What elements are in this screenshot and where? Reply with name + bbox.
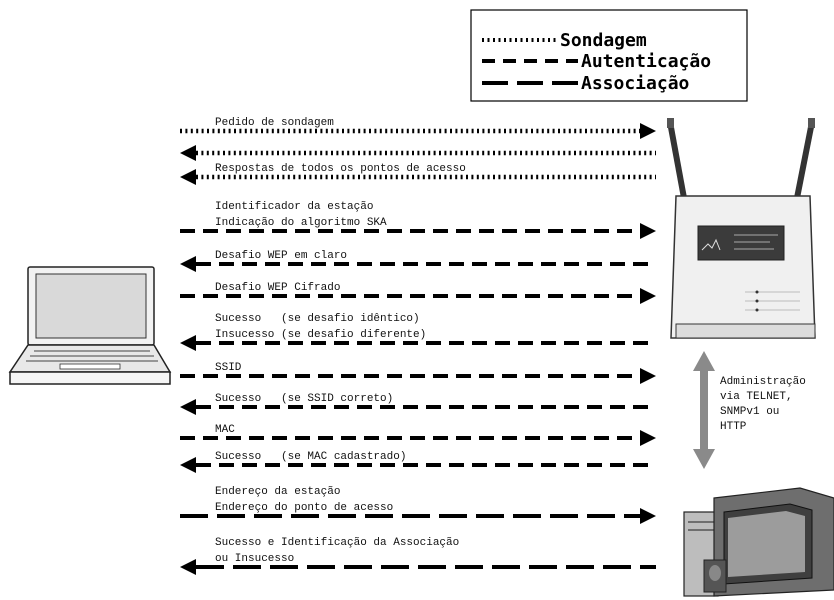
- access-point-icon: [667, 118, 815, 338]
- message-label: Endereço da estação: [215, 486, 340, 498]
- message-label: Indicação do algoritmo SKA: [215, 217, 387, 229]
- message-label: Desafio WEP em claro: [215, 250, 347, 262]
- message-label: Desafio WEP Cifrado: [215, 282, 340, 294]
- message-arrow: Sucesso (se MAC cadastrado): [180, 451, 656, 473]
- arrow-head: [640, 368, 656, 384]
- desktop-computer-icon: [684, 488, 834, 596]
- message-arrow: SSID: [180, 362, 656, 384]
- admin-double-arrow: [693, 351, 715, 469]
- admin-line: SNMPv1 ou: [720, 406, 779, 418]
- message-arrow: MAC: [180, 424, 656, 446]
- message-label: Sucesso (se MAC cadastrado): [215, 451, 406, 463]
- message-arrow: Sucesso e Identificação da Associação ou …: [180, 537, 656, 575]
- arrow-head: [180, 457, 196, 473]
- arrow-head: [640, 508, 656, 524]
- message-label: Sucesso (se SSID correto): [215, 393, 393, 405]
- arrow-head: [180, 335, 196, 351]
- message-label: MAC: [215, 424, 235, 436]
- message-arrow: Respostas de todos os pontos de acesso: [180, 163, 656, 185]
- admin-text: Administração via TELNET, SNMPv1 ou HTTP: [720, 376, 806, 433]
- admin-line: Administração: [720, 376, 806, 388]
- arrow-head: [180, 256, 196, 272]
- arrow-head: [640, 223, 656, 239]
- arrow-head: [640, 123, 656, 139]
- legend-assoc-label: Associação: [581, 73, 689, 94]
- legend-auth-label: Autenticação: [581, 51, 711, 72]
- arrow-head: [180, 399, 196, 415]
- message-label: Respostas de todos os pontos de acesso: [215, 163, 466, 175]
- message-arrow: Pedido de sondagem: [180, 117, 656, 139]
- message-arrow: Sucesso (se SSID correto): [180, 393, 656, 415]
- message-label: Sucesso e Identificação da Associação: [215, 537, 459, 549]
- arrow-head: [180, 169, 196, 185]
- message-label: Identificador da estação: [215, 201, 373, 213]
- message-label: ou Insucesso: [215, 553, 294, 565]
- arrow-head: [180, 145, 196, 161]
- message-label: Insucesso (se desafio diferente): [215, 329, 426, 341]
- arrow-head: [640, 288, 656, 304]
- arrow-head: [180, 559, 196, 575]
- message-label: Endereço do ponto de acesso: [215, 502, 393, 514]
- message-arrow: Desafio WEP em claro: [180, 250, 656, 272]
- message-label: Pedido de sondagem: [215, 117, 334, 129]
- legend-probe-label: Sondagem: [560, 30, 647, 51]
- message-label: Sucesso (se desafio idêntico): [215, 313, 420, 325]
- laptop-icon: [10, 267, 170, 384]
- arrow-head: [640, 430, 656, 446]
- message-arrow: Sucesso (se desafio idêntico) Insucesso (…: [180, 313, 656, 351]
- message-arrow: Desafio WEP Cifrado: [180, 282, 656, 304]
- message-arrow: [180, 145, 656, 161]
- admin-line: HTTP: [720, 421, 747, 433]
- legend: Sondagem Autenticação Associação: [471, 10, 747, 101]
- message-label: SSID: [215, 362, 242, 374]
- admin-line: via TELNET,: [720, 391, 793, 403]
